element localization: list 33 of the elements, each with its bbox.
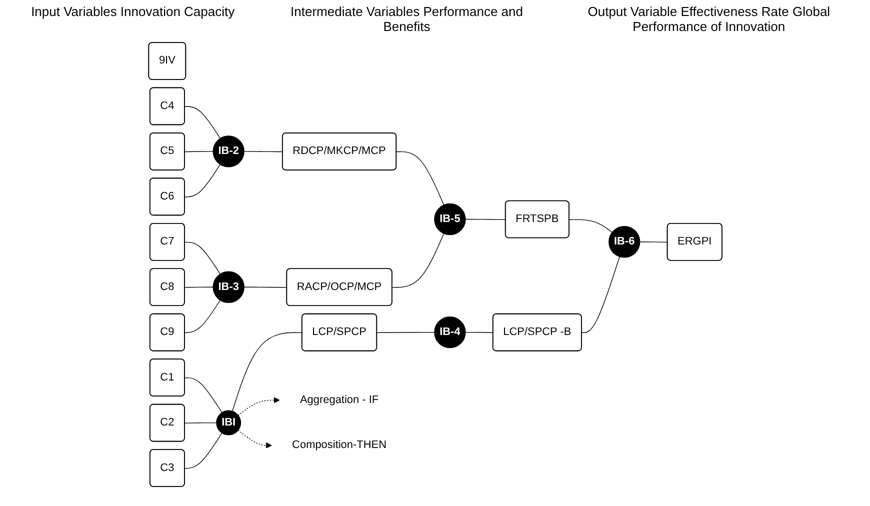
arrow bbox=[238, 429, 272, 448]
connector bbox=[464, 332, 494, 333]
connector bbox=[392, 232, 444, 288]
connector bbox=[639, 241, 668, 242]
connector bbox=[184, 422, 216, 423]
column-heading: Output Variable Effectiveness Rate Global Performance of Innovation bbox=[586, 4, 832, 34]
connector bbox=[396, 150, 444, 205]
node-circle: IB-5 bbox=[434, 202, 466, 235]
connector bbox=[184, 432, 222, 468]
connector bbox=[243, 150, 283, 152]
connector bbox=[232, 332, 302, 412]
connector bbox=[184, 106, 220, 138]
connector bbox=[568, 218, 612, 232]
connector bbox=[184, 377, 222, 412]
node-text: Aggregation - IF bbox=[300, 394, 378, 406]
connector bbox=[184, 286, 214, 288]
connector bbox=[243, 286, 288, 288]
connector bbox=[184, 299, 220, 333]
node-circle: IB-2 bbox=[212, 135, 244, 167]
connector bbox=[581, 256, 620, 333]
connector bbox=[184, 241, 220, 274]
node-circle: IB-4 bbox=[434, 316, 466, 348]
connector bbox=[184, 150, 214, 152]
connector bbox=[376, 332, 434, 333]
column-heading: Input Variables Innovation Capacity bbox=[31, 4, 235, 21]
node-circle: IB-3 bbox=[212, 270, 244, 302]
connector bbox=[184, 164, 220, 197]
node-text: Composition-THEN bbox=[292, 438, 386, 450]
arrow bbox=[238, 396, 280, 416]
node-circle: IBI bbox=[216, 410, 241, 435]
connector bbox=[464, 218, 506, 220]
column-heading: Intermediate Variables Performance and Benefits bbox=[290, 4, 524, 34]
node-circle: IB-6 bbox=[608, 226, 640, 258]
